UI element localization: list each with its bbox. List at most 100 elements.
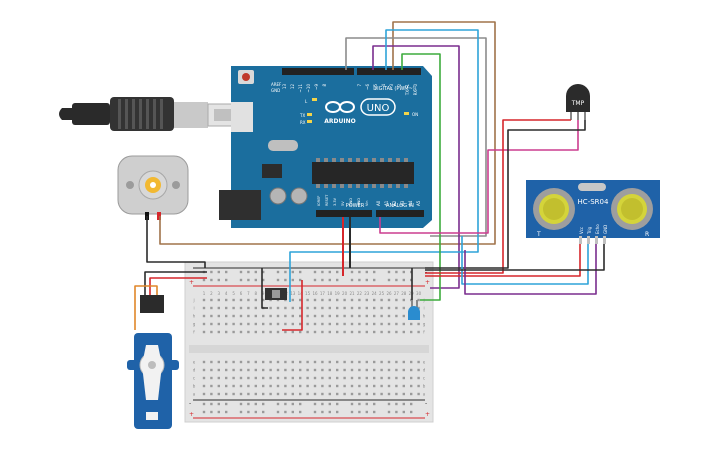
breadboard-hole[interactable] [217,306,220,310]
breadboard-hole[interactable] [350,392,354,396]
breadboard-hole[interactable] [202,314,206,318]
breadboard-hole[interactable] [336,322,339,326]
breadboard-hole[interactable] [358,392,361,396]
breadboard-hole[interactable] [350,368,354,372]
rail-hole[interactable] [247,410,250,414]
breadboard-hole[interactable] [306,298,309,302]
breadboard-hole[interactable] [358,322,361,326]
breadboard-hole[interactable] [210,330,213,334]
breadboard-hole[interactable] [276,306,280,310]
breadboard-hole[interactable] [262,392,265,396]
breadboard-hole[interactable] [306,368,309,372]
rail-hole[interactable] [276,278,280,282]
usb-cable[interactable] [59,97,243,131]
breadboard-hole[interactable] [410,384,413,388]
breadboard-hole[interactable] [417,376,420,380]
breadboard-hole[interactable] [247,392,250,396]
breadboard-hole[interactable] [410,368,413,372]
breadboard-hole[interactable] [321,360,324,364]
breadboard-hole[interactable] [313,392,317,396]
rail-hole[interactable] [387,278,391,282]
breadboard-hole[interactable] [395,306,398,310]
breadboard-hole[interactable] [328,322,331,326]
rail-hole[interactable] [313,402,317,406]
breadboard-hole[interactable] [269,306,272,310]
rail-hole[interactable] [358,402,361,406]
breadboard-hole[interactable] [247,314,250,318]
breadboard-hole[interactable] [291,314,294,318]
breadboard-hole[interactable] [328,360,331,364]
breadboard-hole[interactable] [299,392,302,396]
breadboard-hole[interactable] [321,330,324,334]
breadboard-hole[interactable] [402,384,405,388]
breadboard-hole[interactable] [328,384,331,388]
breadboard-hole[interactable] [328,314,331,318]
breadboard-hole[interactable] [217,298,220,302]
breadboard-hole[interactable] [417,330,420,334]
breadboard-hole[interactable] [343,392,346,396]
breadboard-hole[interactable] [358,314,361,318]
breadboard-hole[interactable] [387,322,391,326]
breadboard-hole[interactable] [284,322,287,326]
rail-hole[interactable] [210,270,213,274]
breadboard-hole[interactable] [210,306,213,310]
breadboard-hole[interactable] [321,392,324,396]
rail-hole[interactable] [321,270,324,274]
rail-hole[interactable] [336,410,339,414]
breadboard-hole[interactable] [387,306,391,310]
breadboard-hole[interactable] [217,314,220,318]
rail-hole[interactable] [321,402,324,406]
wires[interactable] [134,21,605,331]
breadboard-hole[interactable] [336,384,339,388]
rail-hole[interactable] [350,270,354,274]
rail-hole[interactable] [321,278,324,282]
breadboard-hole[interactable] [373,368,376,372]
breadboard-hole[interactable] [373,392,376,396]
breadboard-hole[interactable] [210,360,213,364]
breadboard-hole[interactable] [225,306,228,310]
breadboard-hole[interactable] [254,322,257,326]
breadboard-hole[interactable] [380,368,383,372]
breadboard-hole[interactable] [284,376,287,380]
breadboard-hole[interactable] [225,392,228,396]
breadboard-hole[interactable] [232,368,235,372]
breadboard-hole[interactable] [202,330,206,334]
breadboard-hole[interactable] [365,368,368,372]
breadboard-hole[interactable] [306,384,309,388]
breadboard-hole[interactable] [373,306,376,310]
breadboard-hole[interactable] [387,298,391,302]
breadboard-hole[interactable] [239,360,243,364]
rail-hole[interactable] [373,402,376,406]
breadboard-hole[interactable] [276,360,280,364]
breadboard-hole[interactable] [202,376,206,380]
breadboard-hole[interactable] [239,330,243,334]
rail-hole[interactable] [299,402,302,406]
rail-hole[interactable] [217,402,220,406]
breadboard-hole[interactable] [232,306,235,310]
breadboard-hole[interactable] [306,306,309,310]
breadboard-hole[interactable] [217,322,220,326]
breadboard-hole[interactable] [350,314,354,318]
breadboard-hole[interactable] [387,360,391,364]
breadboard[interactable]: jjiihhggffeeddccbbaa12345678910111213141… [184,261,434,423]
breadboard-hole[interactable] [380,376,383,380]
breadboard-hole[interactable] [239,392,243,396]
power-header[interactable] [316,210,372,217]
breadboard-hole[interactable] [232,376,235,380]
rail-hole[interactable] [217,410,220,414]
rail-hole[interactable] [254,270,257,274]
rail-hole[interactable] [395,278,398,282]
rail-hole[interactable] [365,410,368,414]
breadboard-hole[interactable] [343,306,346,310]
breadboard-hole[interactable] [336,392,339,396]
breadboard-hole[interactable] [254,306,257,310]
breadboard-hole[interactable] [380,322,383,326]
breadboard-hole[interactable] [210,368,213,372]
breadboard-hole[interactable] [410,376,413,380]
rail-hole[interactable] [210,278,213,282]
breadboard-hole[interactable] [313,384,317,388]
breadboard-hole[interactable] [380,306,383,310]
breadboard-hole[interactable] [387,314,391,318]
breadboard-hole[interactable] [299,322,302,326]
breadboard-hole[interactable] [417,392,420,396]
